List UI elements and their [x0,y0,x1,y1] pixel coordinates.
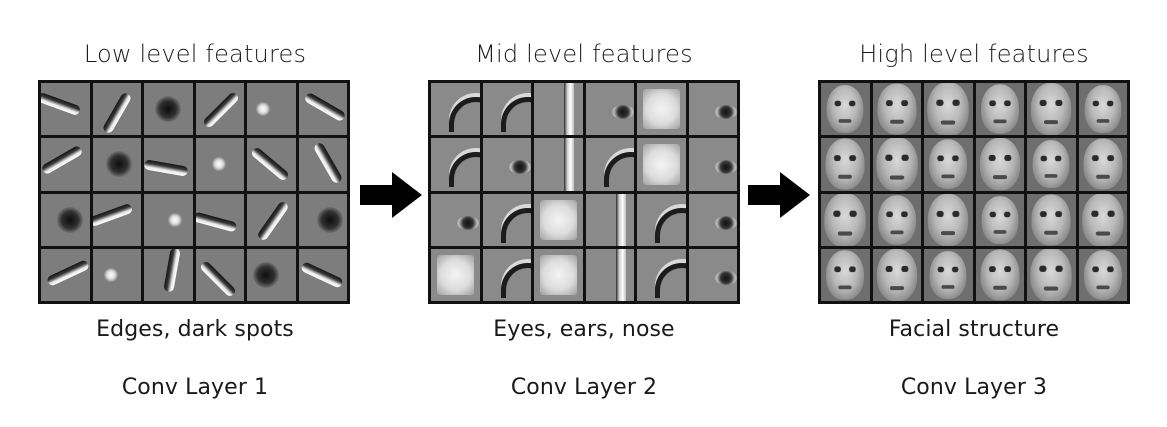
right-arrow-icon [360,172,422,218]
face-feature-tile [872,193,921,246]
mid-feature-tile [585,248,634,301]
edge-filter-tile [41,193,90,246]
edge-filter-tile [298,83,347,136]
face-feature-tile [872,138,921,191]
mid-feature-tile [637,248,686,301]
mid-feature-tile [637,83,686,136]
edge-filter-tile [92,248,141,301]
face-feature-tile [1027,193,1076,246]
mid-feature-tile [637,193,686,246]
edge-filter-tile [195,138,244,191]
edge-filter-tile [247,138,296,191]
edge-filter-tile [298,138,347,191]
high-level-feature-grid [818,80,1130,304]
face-feature-tile [1078,138,1127,191]
mid-feature-tile [431,83,480,136]
face-feature-tile [924,248,973,301]
mid-feature-tile [534,248,583,301]
edge-filter-tile [144,248,193,301]
mid-feature-tile [431,138,480,191]
mid-feature-tile [534,193,583,246]
panel-3-title: High level features [859,40,1089,68]
face-feature-tile [1027,248,1076,301]
mid-feature-tile [431,193,480,246]
panel-3-layer: Conv Layer 3 [900,375,1048,400]
edge-filter-tile [92,193,141,246]
face-feature-tile [975,193,1024,246]
face-feature-tile [821,248,870,301]
face-feature-tile [1078,193,1127,246]
mid-feature-tile [482,193,531,246]
mid-level-feature-grid [428,80,740,304]
mid-feature-tile [688,138,737,191]
edge-filter-tile [195,248,244,301]
face-feature-tile [924,193,973,246]
face-feature-tile [821,83,870,136]
face-feature-tile [924,83,973,136]
face-feature-tile [821,138,870,191]
mid-feature-tile [688,193,737,246]
face-feature-tile [1027,138,1076,191]
mid-feature-tile [585,193,634,246]
mid-feature-tile [482,138,531,191]
face-feature-tile [872,83,921,136]
panel-2-description: Eyes, ears, nose [493,317,675,342]
face-feature-tile [924,138,973,191]
edge-filter-tile [247,248,296,301]
panel-3-description: Facial structure [888,317,1060,342]
edge-filter-tile [41,138,90,191]
mid-feature-tile [585,138,634,191]
edge-filter-tile [144,83,193,136]
edge-filter-tile [195,83,244,136]
mid-feature-tile [637,138,686,191]
panel-2-title: Mid level features [475,40,693,68]
face-feature-tile [821,193,870,246]
mid-feature-tile [482,248,531,301]
mid-feature-tile [482,83,531,136]
edge-filter-tile [298,248,347,301]
edge-filter-tile [144,138,193,191]
right-arrow-icon [748,172,810,218]
panel-2-layer: Conv Layer 2 [510,375,658,400]
panel-1-title: Low level features [83,40,307,68]
edge-filter-tile [298,193,347,246]
edge-filter-tile [92,138,141,191]
mid-feature-tile [688,83,737,136]
face-feature-tile [975,248,1024,301]
face-feature-tile [1078,248,1127,301]
mid-feature-tile [585,83,634,136]
edge-filter-tile [195,193,244,246]
edge-filter-tile [41,83,90,136]
edge-filter-tile [247,83,296,136]
mid-feature-tile [688,248,737,301]
panel-1-layer: Conv Layer 1 [121,375,269,400]
face-feature-tile [1078,83,1127,136]
edge-filter-tile [41,248,90,301]
face-feature-tile [975,83,1024,136]
mid-feature-tile [534,138,583,191]
low-level-feature-grid [38,80,350,304]
edge-filter-tile [144,193,193,246]
face-feature-tile [872,248,921,301]
panel-1-description: Edges, dark spots [96,317,294,342]
mid-feature-tile [534,83,583,136]
edge-filter-tile [247,193,296,246]
face-feature-tile [1027,83,1076,136]
mid-feature-tile [431,248,480,301]
face-feature-tile [975,138,1024,191]
edge-filter-tile [92,83,141,136]
